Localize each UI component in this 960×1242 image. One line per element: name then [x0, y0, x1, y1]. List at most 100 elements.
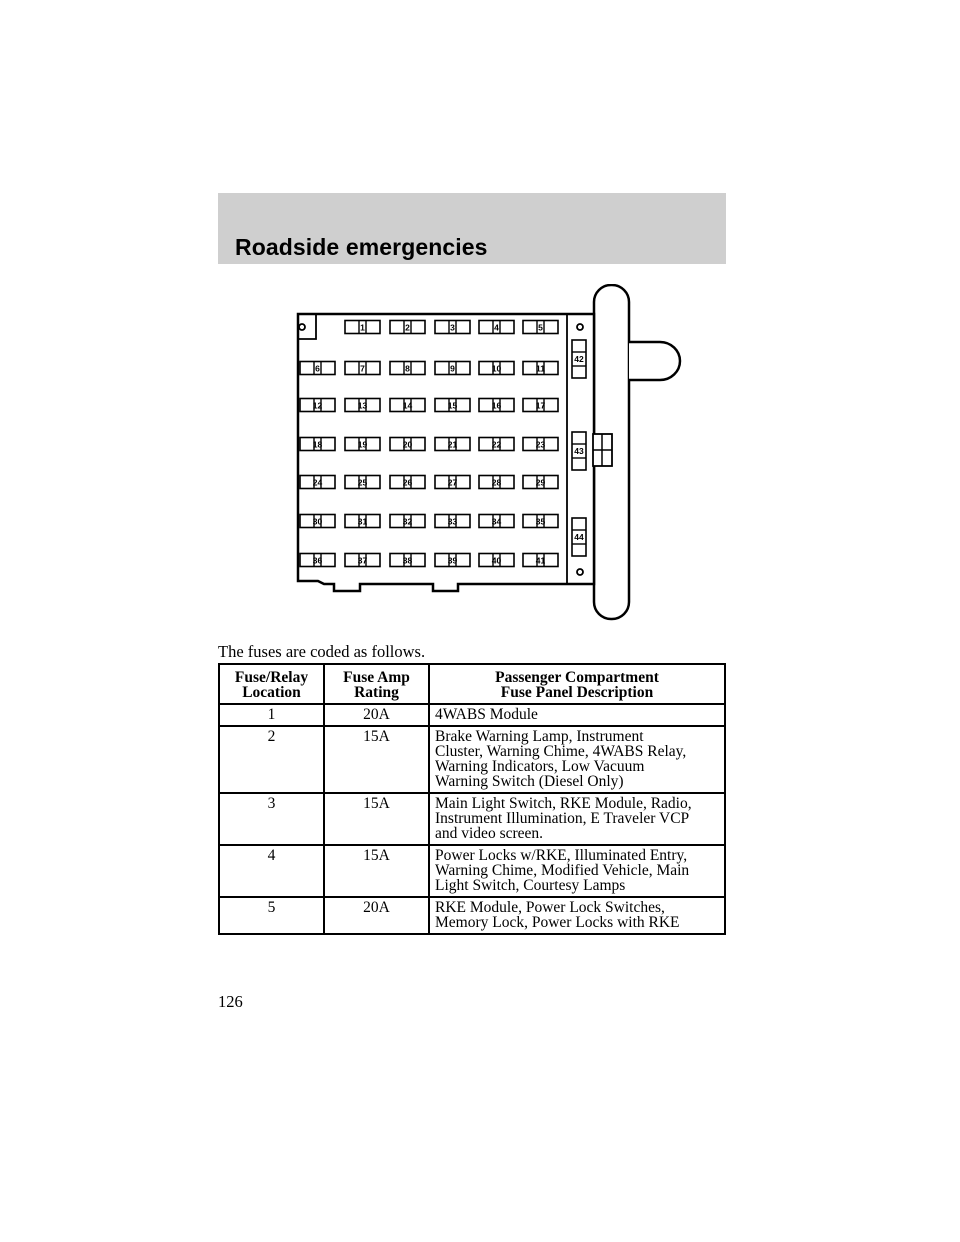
- fuse-label: 21: [448, 440, 458, 450]
- fuse-location: 3: [218, 792, 325, 846]
- relay-slot-44: 44: [571, 517, 587, 557]
- fuse-slot-31: 31: [344, 513, 381, 529]
- fuse-slot-32: 32: [389, 513, 426, 529]
- mount-hole-icon: [576, 568, 584, 576]
- panel-connector-tab: [629, 340, 682, 382]
- fuse-label: 19: [358, 440, 368, 450]
- fuse-label: 40: [492, 556, 502, 566]
- fuse-slot-40: 40: [478, 552, 515, 568]
- fuse-description: Main Light Switch, RKE Module, Radio,Ins…: [428, 792, 726, 846]
- fuse-slot-38: 38: [389, 552, 426, 568]
- fuse-slot-17: 17: [522, 397, 559, 413]
- fuse-label: 30: [313, 517, 323, 527]
- fuse-rating: 15A: [323, 792, 430, 846]
- fuse-slot-2: 2: [389, 319, 426, 335]
- fuse-slot-34: 34: [478, 513, 515, 529]
- fuse-label: 36: [313, 556, 323, 566]
- fuse-description: RKE Module, Power Lock Switches,Memory L…: [428, 896, 726, 935]
- fuse-label: 24: [313, 478, 323, 488]
- fuse-label: 32: [403, 517, 413, 527]
- fuse-rating: 15A: [323, 725, 430, 794]
- relay-label: 43: [574, 446, 584, 456]
- fuse-label: 22: [492, 440, 502, 450]
- fuse-rating: 20A: [323, 896, 430, 935]
- fuse-slot-1: 1: [344, 319, 381, 335]
- fuse-label: 1: [360, 323, 365, 333]
- fuse-slot-12: 12: [299, 397, 336, 413]
- fuse-slot-29: 29: [522, 474, 559, 490]
- fuse-label: 17: [536, 401, 546, 411]
- relay-label: 42: [574, 354, 584, 364]
- fuse-label: 4: [494, 323, 499, 333]
- fuse-slot-28: 28: [478, 474, 515, 490]
- section-title: Roadside emergencies: [235, 234, 488, 260]
- fuse-slot-21: 21: [434, 436, 471, 452]
- fuse-label: 41: [536, 556, 546, 566]
- fuse-slot-33: 33: [434, 513, 471, 529]
- panel-corner-notch: [298, 314, 317, 340]
- fuse-rating: 20A: [323, 703, 430, 727]
- fuse-label: 18: [313, 440, 323, 450]
- fuse-label: 38: [403, 556, 413, 566]
- fuse-slot-35: 35: [522, 513, 559, 529]
- fuse-slot-26: 26: [389, 474, 426, 490]
- fuse-slot-37: 37: [344, 552, 381, 568]
- fuse-slot-10: 10: [478, 360, 515, 376]
- fuse-label: 15: [448, 401, 458, 411]
- fuse-slot-9: 9: [434, 360, 471, 376]
- section-header: Roadside emergencies: [218, 193, 726, 264]
- fuse-slot-39: 39: [434, 552, 471, 568]
- fuse-slot-14: 14: [389, 397, 426, 413]
- fuse-label: 23: [536, 440, 546, 450]
- fuse-slot-20: 20: [389, 436, 426, 452]
- fuse-description: Power Locks w/RKE, Illuminated Entry,War…: [428, 844, 726, 898]
- fuse-slot-30: 30: [299, 513, 336, 529]
- panel-body: [296, 312, 596, 593]
- fuse-location: 1: [218, 703, 325, 727]
- fuse-label: 13: [358, 401, 368, 411]
- fuse-slot-13: 13: [344, 397, 381, 413]
- fuse-label: 12: [313, 401, 323, 411]
- fuse-slot-19: 19: [344, 436, 381, 452]
- relay-slot-43: 43: [571, 431, 587, 471]
- fuse-label: 35: [536, 517, 546, 527]
- fuse-label: 27: [448, 478, 458, 488]
- fuse-slot-7: 7: [344, 360, 381, 376]
- fuse-label: 10: [492, 364, 502, 374]
- relay-slot-42: 42: [571, 339, 587, 379]
- fuse-slot-15: 15: [434, 397, 471, 413]
- fuse-label: 16: [492, 401, 502, 411]
- relay-label: 44: [574, 532, 584, 542]
- fuse-slot-22: 22: [478, 436, 515, 452]
- fuse-label: 8: [405, 364, 410, 374]
- fuse-label: 39: [448, 556, 458, 566]
- intro-text: The fuses are coded as follows.: [218, 642, 426, 661]
- fuse-label: 26: [403, 478, 413, 488]
- fuse-label: 7: [360, 364, 365, 374]
- fuse-location: 2: [218, 725, 325, 794]
- fuse-rating: 15A: [323, 844, 430, 898]
- fuse-label: 5: [538, 323, 543, 333]
- fuse-slot-16: 16: [478, 397, 515, 413]
- fuse-slot-4: 4: [478, 319, 515, 335]
- fuse-label: 14: [403, 401, 413, 411]
- fuse-label: 3: [450, 323, 455, 333]
- mount-hole-icon: [576, 323, 584, 331]
- fuse-slot-5: 5: [522, 319, 559, 335]
- mount-hole-icon: [298, 323, 306, 331]
- fuse-slot-8: 8: [389, 360, 426, 376]
- fuse-label: 28: [492, 478, 502, 488]
- fuse-label: 9: [450, 364, 455, 374]
- fuse-slot-41: 41: [522, 552, 559, 568]
